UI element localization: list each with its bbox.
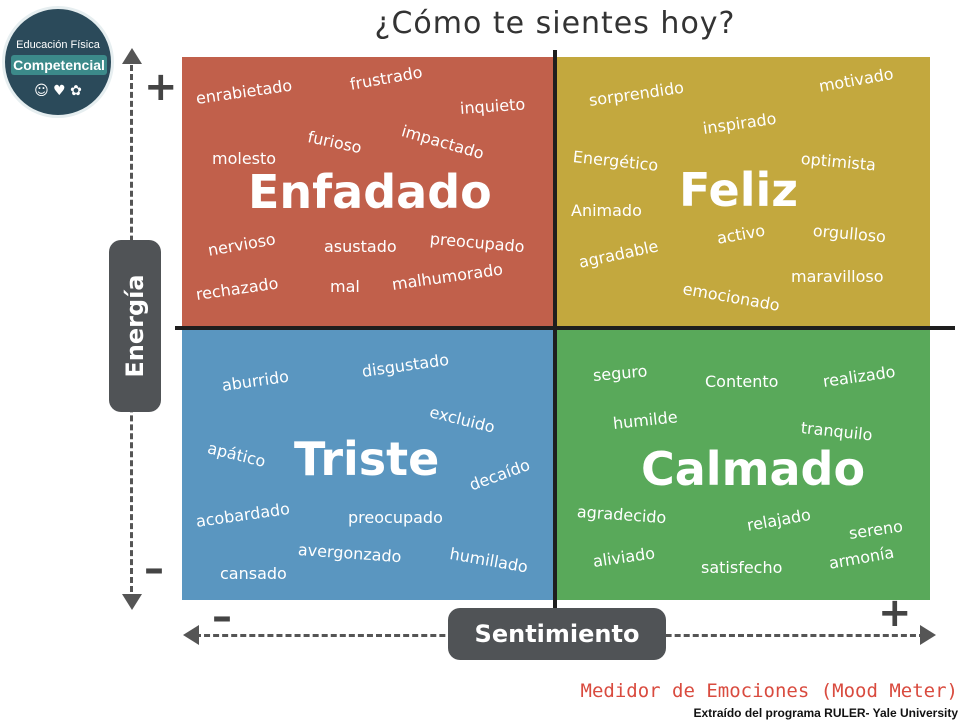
logo-line2: Competencial	[11, 55, 107, 75]
word: agradable	[577, 236, 660, 272]
word: Energético	[572, 147, 660, 175]
word: malhumorado	[390, 259, 505, 294]
caption-title: Medidor de Emociones (Mood Meter)	[580, 680, 959, 702]
word: armonía	[827, 542, 896, 573]
feeling-plus-sign: +	[878, 590, 912, 636]
logo-icons: ☺ ♥ ✿	[34, 83, 82, 99]
word: tranquilo	[800, 418, 874, 445]
logo-line1: Educación Física	[16, 39, 100, 51]
quadrant-label-angry: Enfadado	[248, 165, 492, 219]
word: Contento	[705, 372, 779, 391]
arrow-down-icon	[122, 594, 142, 610]
word: enrabietado	[194, 75, 294, 108]
word: furioso	[306, 127, 364, 158]
word: sorprendido	[587, 77, 686, 110]
word: sereno	[847, 516, 904, 543]
word: decaído	[466, 455, 533, 495]
quadrant-label-calm: Calmado	[641, 442, 866, 496]
vertical-divider	[553, 50, 557, 610]
word: satisfecho	[701, 558, 783, 577]
feeling-axis-label: Sentimiento	[448, 608, 666, 660]
energy-plus-sign: +	[144, 64, 178, 110]
word: molesto	[212, 149, 277, 168]
word: disgustado	[360, 349, 451, 381]
quadrant-label-happy: Feliz	[679, 163, 799, 217]
word: acobardado	[194, 498, 291, 531]
word: activo	[715, 220, 767, 248]
word: frustrado	[348, 62, 424, 94]
word: agradecido	[576, 502, 667, 528]
word: mal	[330, 277, 360, 296]
word: Animado	[571, 201, 642, 220]
word: impactado	[399, 121, 487, 164]
quadrant-happy: sorprendido motivado inspirado Energétic…	[557, 57, 930, 327]
arrow-right-icon	[920, 625, 936, 645]
word: humilde	[612, 407, 679, 433]
energy-axis-label: Energía	[121, 274, 149, 378]
caption-source: Extraído del programa RULER- Yale Univer…	[693, 706, 958, 720]
word: cansado	[220, 564, 287, 583]
arrow-left-icon	[183, 625, 199, 645]
word: humillado	[448, 544, 530, 577]
quadrant-label-sad: Triste	[294, 432, 440, 486]
word: aburrido	[220, 366, 291, 395]
word: nervioso	[206, 229, 278, 260]
word: realizado	[821, 361, 897, 391]
word: aliviado	[591, 543, 657, 571]
word: rechazado	[194, 273, 280, 304]
word: emocionado	[681, 279, 782, 315]
quadrant-sad: aburrido disgustado excluido apático Tri…	[182, 330, 554, 600]
word: orgulloso	[812, 221, 887, 247]
quadrant-angry: enrabietado frustrado inquieto furioso i…	[182, 57, 554, 327]
energy-minus-sign: –	[144, 546, 164, 592]
word: asustado	[324, 237, 397, 256]
page-title: ¿Cómo te sientes hoy?	[374, 6, 736, 41]
word: maravilloso	[791, 267, 884, 286]
word: preocupado	[348, 508, 443, 527]
word: inquieto	[459, 94, 526, 118]
word: apático	[205, 438, 268, 472]
word: motivado	[817, 64, 895, 96]
arrow-up-icon	[122, 48, 142, 64]
energy-axis-label-box: Energía	[109, 240, 161, 412]
word: optimista	[800, 149, 877, 175]
word: inspirado	[701, 108, 778, 138]
word: relajado	[745, 504, 813, 535]
quadrant-calm: seguro Contento realizado humilde tranqu…	[557, 330, 930, 600]
horizontal-divider	[175, 326, 955, 330]
word: seguro	[592, 361, 649, 385]
feeling-minus-sign: –	[212, 594, 232, 640]
word: preocupado	[429, 229, 526, 257]
logo: Educación Física Competencial ☺ ♥ ✿	[2, 6, 114, 118]
word: avergonzado	[297, 540, 403, 567]
